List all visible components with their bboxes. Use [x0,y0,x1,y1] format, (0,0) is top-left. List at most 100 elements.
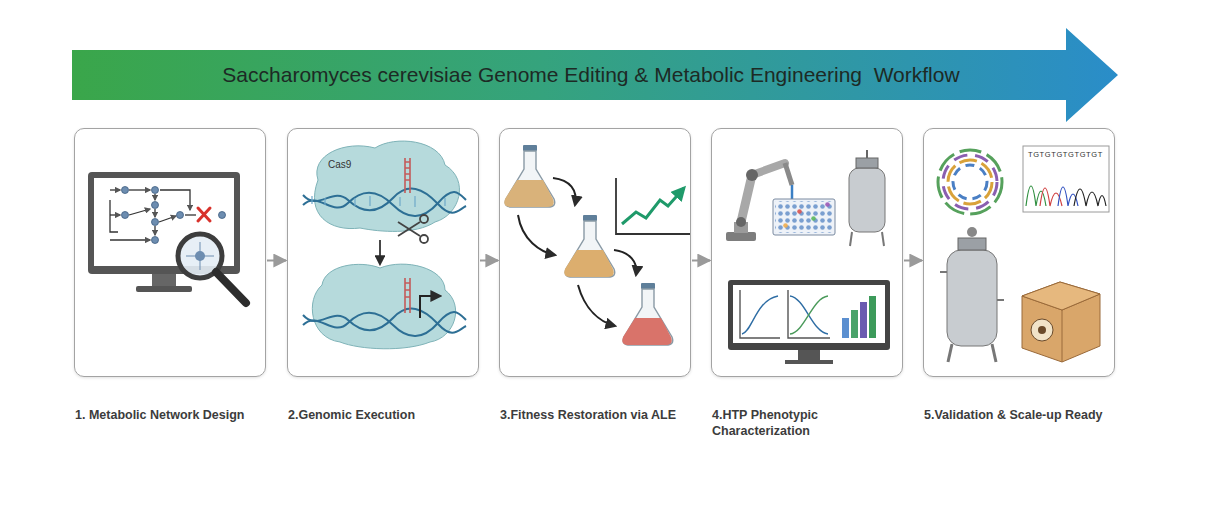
illustration-part [398,222,420,236]
illustration-part [783,223,788,228]
illustration-part [798,350,820,360]
illustration-part [398,222,420,236]
illustration-part [948,160,992,204]
illustration-part [866,150,868,158]
illustration-part [785,163,792,185]
illustration-part [154,209,155,217]
illustration-part [860,302,867,338]
illustration-part [825,202,830,207]
illustration-part [1023,146,1109,212]
illustration-part [369,196,370,206]
illustration-part [773,199,835,235]
step-label: 2.Genomic Execution [288,407,478,423]
illustration-part [851,310,858,338]
process-panel: 3.Fitness Restoration via ALE [499,128,691,377]
illustration-part [1026,186,1046,206]
illustration-part [1022,282,1100,362]
htp-equipment [726,150,890,364]
illustration-part [726,232,756,241]
illustration-part [850,232,852,246]
illustration-part [110,190,196,240]
connector-layer [267,260,922,261]
flow-arrow [692,260,710,262]
illustration-part [728,280,890,350]
illustration-part [775,201,833,233]
illustration-part [136,286,192,292]
illustration-part [152,274,176,286]
illustration-part [958,238,986,250]
illustration-part [882,232,884,246]
illustration-part [198,208,210,221]
illustration-part [940,271,947,273]
process-panel: 4.HTP Phenotypic Characterization [711,128,903,377]
illustration-part [1031,319,1053,341]
illustration-part [152,219,159,226]
illustration-part [947,250,997,346]
illustration-part [324,198,325,205]
illustration-part [523,145,537,151]
illustration-part [311,196,312,204]
illustration-part [420,215,428,223]
illustration-part [553,178,576,205]
illustration-part [505,151,555,207]
illustration-part [154,194,155,200]
illustration-part [842,318,849,338]
illustration-part [303,309,466,336]
illustration-part [414,196,415,207]
illustration-part [1074,189,1106,206]
illustration-part [518,215,555,255]
illustration-part [195,251,205,261]
illustration-part [741,175,752,222]
illustration-part [303,192,466,216]
illustration-part [938,150,1002,214]
illustration-part [953,165,987,199]
illustration-part [616,178,690,234]
illustration-part [992,344,996,362]
illustration-part [614,250,636,275]
illustration-part [943,155,997,209]
flow-arrow [267,260,286,262]
illustration-part [1022,282,1100,310]
step-label: 4.HTP Phenotypic Characterization [712,407,884,440]
illustration-part [420,235,428,243]
network-monitor [88,172,246,303]
sequence-text: TGTGTGTGTGTGT [1028,150,1103,159]
illustration-part [160,190,190,210]
illustration-part [785,360,833,364]
illustration-part [185,214,196,215]
illustration-part [736,217,746,227]
title-arrow [72,28,1118,122]
illustration-part [790,296,828,334]
illustration-part [314,141,459,231]
illustration-part [622,188,684,224]
illustration-part [303,312,466,336]
illustration-part [152,202,159,209]
illustration-part [641,283,655,289]
illustration-part [420,296,440,318]
illustration-part [938,150,1002,214]
diagram-title: Saccharomyces cerevisiae Genome Editing … [96,50,1086,100]
illustration-part [504,145,555,207]
illustration-part [152,187,159,194]
illustration-part [405,278,410,313]
illustration-part [122,212,129,219]
illustration-part [177,212,184,219]
illustration-part [504,180,554,207]
illustration-part [869,296,876,338]
illustration-part [444,198,445,206]
illustration-part [1038,326,1046,334]
illustration-part [405,158,410,193]
illustration-part [742,296,778,334]
step-label: 5.Validation & Scale-up Ready [924,407,1114,423]
illustration-part [110,189,120,190]
illustration-part [379,240,381,264]
illustration-part [303,189,466,213]
illustration-part [312,264,455,349]
illustration-part [578,285,615,326]
ale-flasks [504,145,690,345]
illustration-part [856,158,878,168]
illustration-part [159,216,176,222]
illustration-part [623,289,673,345]
illustration-part [198,208,210,221]
